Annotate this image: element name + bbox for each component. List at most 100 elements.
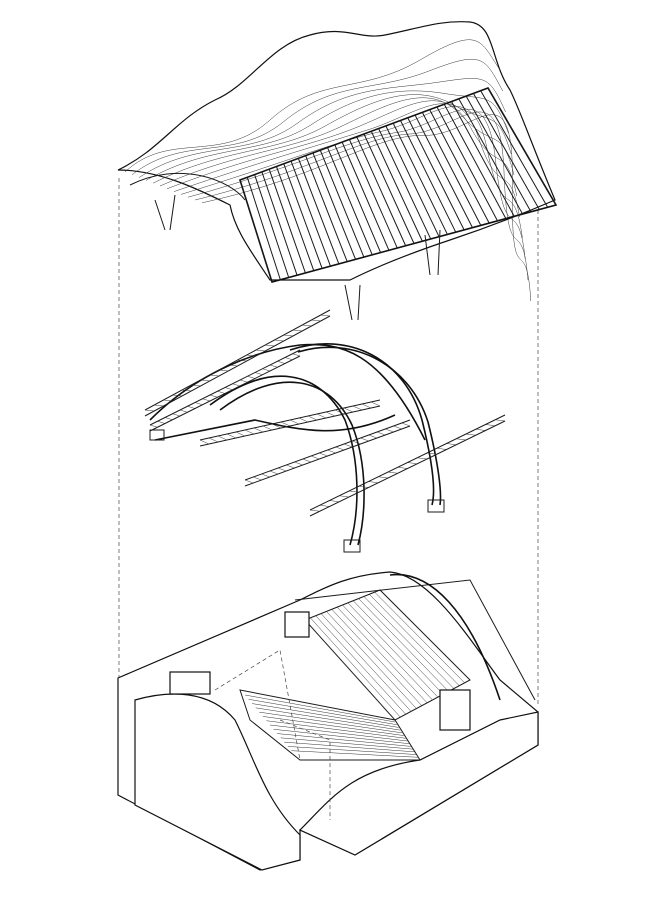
truss-web xyxy=(191,384,201,387)
louvre-fin xyxy=(378,128,432,240)
seat-row xyxy=(277,733,412,747)
truss-web xyxy=(368,434,378,439)
louvre-fin xyxy=(275,166,315,271)
truss-web xyxy=(370,401,381,407)
roof-surface xyxy=(117,21,556,281)
building-front-wall-right xyxy=(298,711,539,856)
arch-front xyxy=(209,375,358,546)
louvre-fin xyxy=(487,87,557,206)
seat-row xyxy=(273,729,410,744)
truss-web xyxy=(387,471,398,474)
truss-web xyxy=(277,361,286,364)
roof-rib xyxy=(194,111,529,281)
truss-web xyxy=(181,389,192,392)
truss-web xyxy=(319,452,328,457)
roof-rib xyxy=(180,106,523,239)
seat-row xyxy=(252,703,399,728)
arch-truss-structure xyxy=(144,309,506,553)
louvre-fin xyxy=(392,122,448,235)
louvre-fin xyxy=(400,120,457,233)
truss-web xyxy=(319,505,330,507)
roof-support-left xyxy=(154,194,176,231)
seat-row xyxy=(259,711,403,734)
truss-web xyxy=(232,383,241,387)
louvre-fin xyxy=(312,152,356,260)
louvre-fin xyxy=(327,147,373,256)
seat-row xyxy=(248,699,397,725)
arch-front-inner xyxy=(219,381,365,546)
louvre-fin xyxy=(341,141,390,251)
seat-row xyxy=(331,609,422,706)
truss-web xyxy=(209,394,218,398)
stage-box xyxy=(169,671,211,695)
truss-web xyxy=(485,424,496,426)
truss-web xyxy=(325,411,336,417)
truss-web xyxy=(320,314,331,317)
roof-rib xyxy=(159,97,515,187)
louvre-fin xyxy=(443,103,507,219)
truss-web xyxy=(298,417,309,423)
louvre-fin xyxy=(363,133,415,244)
louvre-fin xyxy=(407,117,465,231)
seat-row xyxy=(353,600,444,695)
arch-profile xyxy=(389,573,501,701)
truss-web xyxy=(199,439,210,445)
truss-web xyxy=(157,421,166,424)
louvre-fin xyxy=(297,158,340,265)
truss-web xyxy=(352,440,361,445)
truss-web xyxy=(172,413,181,417)
truss-web xyxy=(144,409,155,412)
truss-web xyxy=(244,479,254,484)
seat-row xyxy=(374,591,465,684)
truss-roof-edge-back xyxy=(149,343,426,441)
truss-web xyxy=(426,452,437,455)
roof-rib xyxy=(187,109,526,260)
seat-row xyxy=(315,615,406,715)
arch-back-inner xyxy=(297,346,442,506)
truss-web xyxy=(254,372,263,375)
seat-row xyxy=(280,737,413,750)
truss-web xyxy=(255,349,266,352)
louvre-fin xyxy=(465,95,532,213)
seat-row xyxy=(342,604,433,701)
truss-web xyxy=(244,429,255,435)
louvre-fin xyxy=(283,163,323,269)
seat-row xyxy=(291,750,419,758)
louvre-fin xyxy=(458,98,524,215)
louvre-fin xyxy=(290,160,331,267)
louvre-fin xyxy=(414,114,473,228)
truss-web xyxy=(397,467,408,469)
side-box xyxy=(439,689,471,731)
truss-web xyxy=(202,398,211,402)
truss-web xyxy=(465,433,476,436)
truss-web xyxy=(407,462,418,464)
truss-web xyxy=(209,374,220,377)
truss-web xyxy=(235,431,246,437)
truss-web xyxy=(179,409,188,413)
truss-web xyxy=(247,376,256,379)
truss-web xyxy=(292,353,301,357)
truss-web xyxy=(224,387,233,390)
roof-rib xyxy=(138,78,506,178)
truss-web xyxy=(368,481,379,483)
truss-web xyxy=(289,419,300,425)
roof-line-top xyxy=(294,579,536,701)
truss-web xyxy=(385,428,394,433)
truss-web xyxy=(310,455,320,460)
truss-web xyxy=(280,421,291,427)
seat-row xyxy=(269,724,408,742)
seat-row xyxy=(310,617,401,718)
support-base-front xyxy=(343,539,361,553)
truss-web xyxy=(253,427,264,433)
roof-rib xyxy=(145,90,509,181)
seat-row xyxy=(284,741,415,753)
louvre-fin xyxy=(370,131,423,242)
truss-web xyxy=(495,419,506,422)
truss-web xyxy=(262,368,271,372)
truss-web xyxy=(237,359,247,362)
seat-row xyxy=(262,716,404,736)
truss-web xyxy=(246,354,257,357)
roof-rib xyxy=(166,100,518,197)
truss-web xyxy=(269,470,279,475)
seat-row xyxy=(320,613,412,712)
